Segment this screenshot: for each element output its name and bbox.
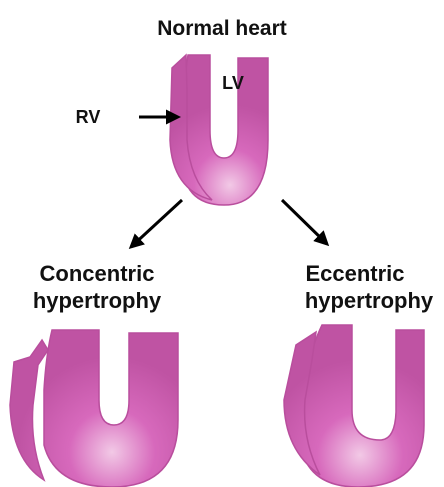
arrow-down-left-icon	[131, 200, 182, 247]
concentric-heart-figure	[10, 330, 178, 487]
eccentric-label-line2: hypertrophy	[305, 288, 434, 313]
concentric-label-line1: Concentric	[40, 261, 155, 286]
eccentric-label-line1: Eccentric	[305, 261, 404, 286]
eccentric-lv-wall	[300, 325, 424, 487]
eccentric-heart-figure	[284, 325, 424, 487]
normal-heart-figure: LV RV	[76, 55, 268, 205]
arrow-down-right-icon	[282, 200, 327, 244]
title-normal-heart: Normal heart	[157, 17, 287, 40]
concentric-lv-wall	[44, 330, 178, 487]
concentric-rv-wall	[10, 340, 48, 480]
lv-label: LV	[222, 73, 244, 93]
concentric-label-line2: hypertrophy	[33, 288, 162, 313]
rv-label: RV	[76, 107, 101, 127]
